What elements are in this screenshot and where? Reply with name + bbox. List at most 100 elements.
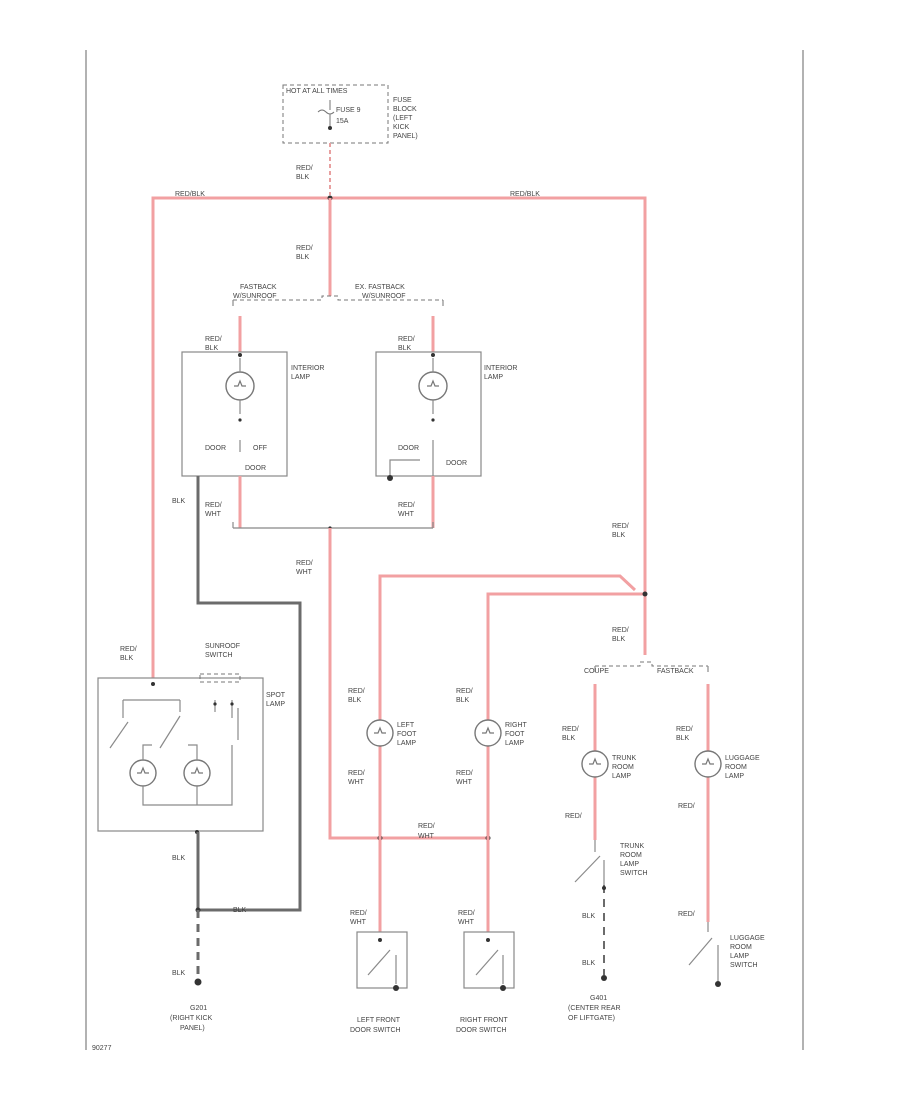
bus-label-right: RED/BLK — [510, 191, 540, 198]
svg-text:PANEL): PANEL) — [180, 1025, 205, 1032]
svg-text:DOOR: DOOR — [398, 445, 419, 452]
svg-text:BLK: BLK — [612, 636, 626, 643]
bus-label-left: RED/BLK — [175, 191, 205, 198]
interior-lamp-right-bulb-icon — [418, 371, 448, 401]
svg-text:WHT: WHT — [458, 919, 475, 926]
svg-text:DOOR SWITCH: DOOR SWITCH — [456, 1027, 507, 1034]
svg-text:SPOT: SPOT — [266, 692, 286, 699]
fuse-location-2: BLOCK — [393, 106, 417, 113]
wire-fuse-out-2: BLK — [296, 174, 310, 181]
svg-text:SWITCH: SWITCH — [205, 652, 233, 659]
svg-text:ROOM: ROOM — [725, 764, 747, 771]
variant-fastback-short: FASTBACK — [657, 668, 694, 675]
svg-text:ROOM: ROOM — [730, 944, 752, 951]
svg-text:LAMP: LAMP — [730, 953, 749, 960]
left-foot-lamp: RED/ BLK LEFT FOOT LAMP RED/ WHT — [348, 688, 417, 940]
svg-text:SWITCH: SWITCH — [730, 962, 758, 969]
svg-text:RED/: RED/ — [120, 646, 137, 653]
svg-text:RED/: RED/ — [205, 502, 222, 509]
svg-text:BLK: BLK — [205, 345, 219, 352]
svg-text:RED/: RED/ — [676, 726, 693, 733]
svg-text:WHT: WHT — [418, 833, 435, 840]
svg-text:OFF: OFF — [253, 445, 267, 452]
svg-text:BLK: BLK — [172, 498, 186, 505]
svg-text:LAMP: LAMP — [291, 374, 310, 381]
svg-text:LEFT FRONT: LEFT FRONT — [357, 1017, 401, 1024]
svg-text:OF LIFTGATE): OF LIFTGATE) — [568, 1015, 615, 1022]
svg-text:DOOR SWITCH: DOOR SWITCH — [350, 1027, 401, 1034]
svg-text:RED/: RED/ — [562, 726, 579, 733]
svg-text:FOOT: FOOT — [505, 731, 525, 738]
svg-text:WHT: WHT — [348, 779, 365, 786]
svg-text:WHT: WHT — [205, 511, 222, 518]
svg-text:TRUNK: TRUNK — [612, 755, 636, 762]
svg-text:G201: G201 — [190, 1005, 207, 1012]
svg-text:RED/: RED/ — [398, 336, 415, 343]
svg-text:WHT: WHT — [398, 511, 415, 518]
svg-text:TRUNK: TRUNK — [620, 843, 644, 850]
fuse-location-5: PANEL) — [393, 133, 418, 140]
luggage-room-lamp-switch: LUGGAGE ROOM LAMP SWITCH — [688, 922, 765, 987]
svg-text:WHT: WHT — [296, 569, 313, 576]
svg-text:LAMP: LAMP — [505, 740, 524, 747]
svg-text:BLK: BLK — [398, 345, 412, 352]
svg-text:BLK: BLK — [348, 697, 362, 704]
svg-text:RED/: RED/ — [612, 523, 629, 530]
fuse-block: HOT AT ALL TIMES FUSE 9 15A FUSE BLOCK (… — [282, 84, 418, 144]
svg-text:LAMP: LAMP — [266, 701, 285, 708]
svg-text:RIGHT FRONT: RIGHT FRONT — [460, 1017, 508, 1024]
fuse-name: FUSE 9 — [336, 107, 361, 114]
wire-fuse-out-1: RED/ — [296, 165, 313, 172]
trunk-room-lamp-bulb-icon — [581, 750, 609, 778]
svg-text:ROOM: ROOM — [612, 764, 634, 771]
svg-text:DOOR: DOOR — [205, 445, 226, 452]
svg-text:INTERIOR: INTERIOR — [291, 365, 324, 372]
svg-text:LUGGAGE: LUGGAGE — [725, 755, 760, 762]
variant-fastback-1: FASTBACK — [240, 284, 277, 291]
svg-text:LAMP: LAMP — [620, 861, 639, 868]
left-front-door-switch: RED/ WHT LEFT FRONT DOOR SWITCH — [350, 910, 408, 1034]
svg-text:INTERIOR: INTERIOR — [484, 365, 517, 372]
svg-text:SWITCH: SWITCH — [620, 870, 648, 877]
svg-text:RED/: RED/ — [565, 813, 582, 820]
svg-text:RED/: RED/ — [456, 688, 473, 695]
svg-text:(RIGHT KICK: (RIGHT KICK — [170, 1015, 213, 1022]
right-foot-lamp-bulb-icon — [474, 719, 502, 747]
wire-mid-2: BLK — [296, 254, 310, 261]
variant-coupe: COUPE — [584, 668, 609, 675]
svg-text:RED/: RED/ — [350, 910, 367, 917]
interior-lamp-left-bulb-icon — [225, 371, 255, 401]
svg-text:BLK: BLK — [172, 970, 186, 977]
svg-text:BLK: BLK — [172, 855, 186, 862]
svg-text:LAMP: LAMP — [397, 740, 416, 747]
svg-text:WHT: WHT — [456, 779, 473, 786]
svg-text:LAMP: LAMP — [725, 773, 744, 780]
svg-text:DOOR: DOOR — [245, 465, 266, 472]
svg-text:BLK: BLK — [612, 532, 626, 539]
fuse-location-4: KICK — [393, 124, 410, 131]
svg-text:RED/: RED/ — [205, 336, 222, 343]
svg-text:RED/: RED/ — [678, 911, 695, 918]
svg-text:BLK: BLK — [562, 735, 576, 742]
svg-text:BLK: BLK — [676, 735, 690, 742]
svg-text:BLK: BLK — [582, 913, 596, 920]
supply-label: HOT AT ALL TIMES — [286, 88, 348, 95]
luggage-room-lamp: RED/ BLK LUGGAGE ROOM LAMP RED/ RED/ — [676, 684, 760, 922]
fuse-location-3: (LEFT — [393, 115, 413, 122]
svg-text:G401: G401 — [590, 995, 607, 1002]
svg-text:DOOR: DOOR — [446, 460, 467, 467]
svg-text:RED/: RED/ — [348, 770, 365, 777]
variant-split-bottom: COUPE FASTBACK — [584, 661, 709, 675]
svg-text:BLK: BLK — [233, 907, 247, 914]
svg-text:LAMP: LAMP — [612, 773, 631, 780]
figure-id: 90277 — [92, 1045, 112, 1052]
interior-lamp-right: RED/ BLK DOOR DOOR INTERIOR LAMP RED/ WH… — [375, 316, 517, 528]
right-foot-lamp: RED/ BLK RIGHT FOOT LAMP RED/ WHT — [456, 688, 528, 940]
variant-split-top: FASTBACK W/SUNROOF EX. FASTBACK W/SUNROO… — [232, 284, 444, 306]
ground-g201: BLK BLK G201 (RIGHT KICK PANEL) — [170, 832, 213, 1032]
interior-lamp-left: RED/ BLK DOOR OFF DOOR INTERIOR LAMP RED… — [181, 316, 324, 528]
variant-ex-fastback-2: W/SUNROOF — [362, 293, 406, 300]
wire-mid-1: RED/ — [296, 245, 313, 252]
trunk-room-lamp: RED/ BLK TRUNK ROOM LAMP RED/ — [562, 684, 636, 840]
